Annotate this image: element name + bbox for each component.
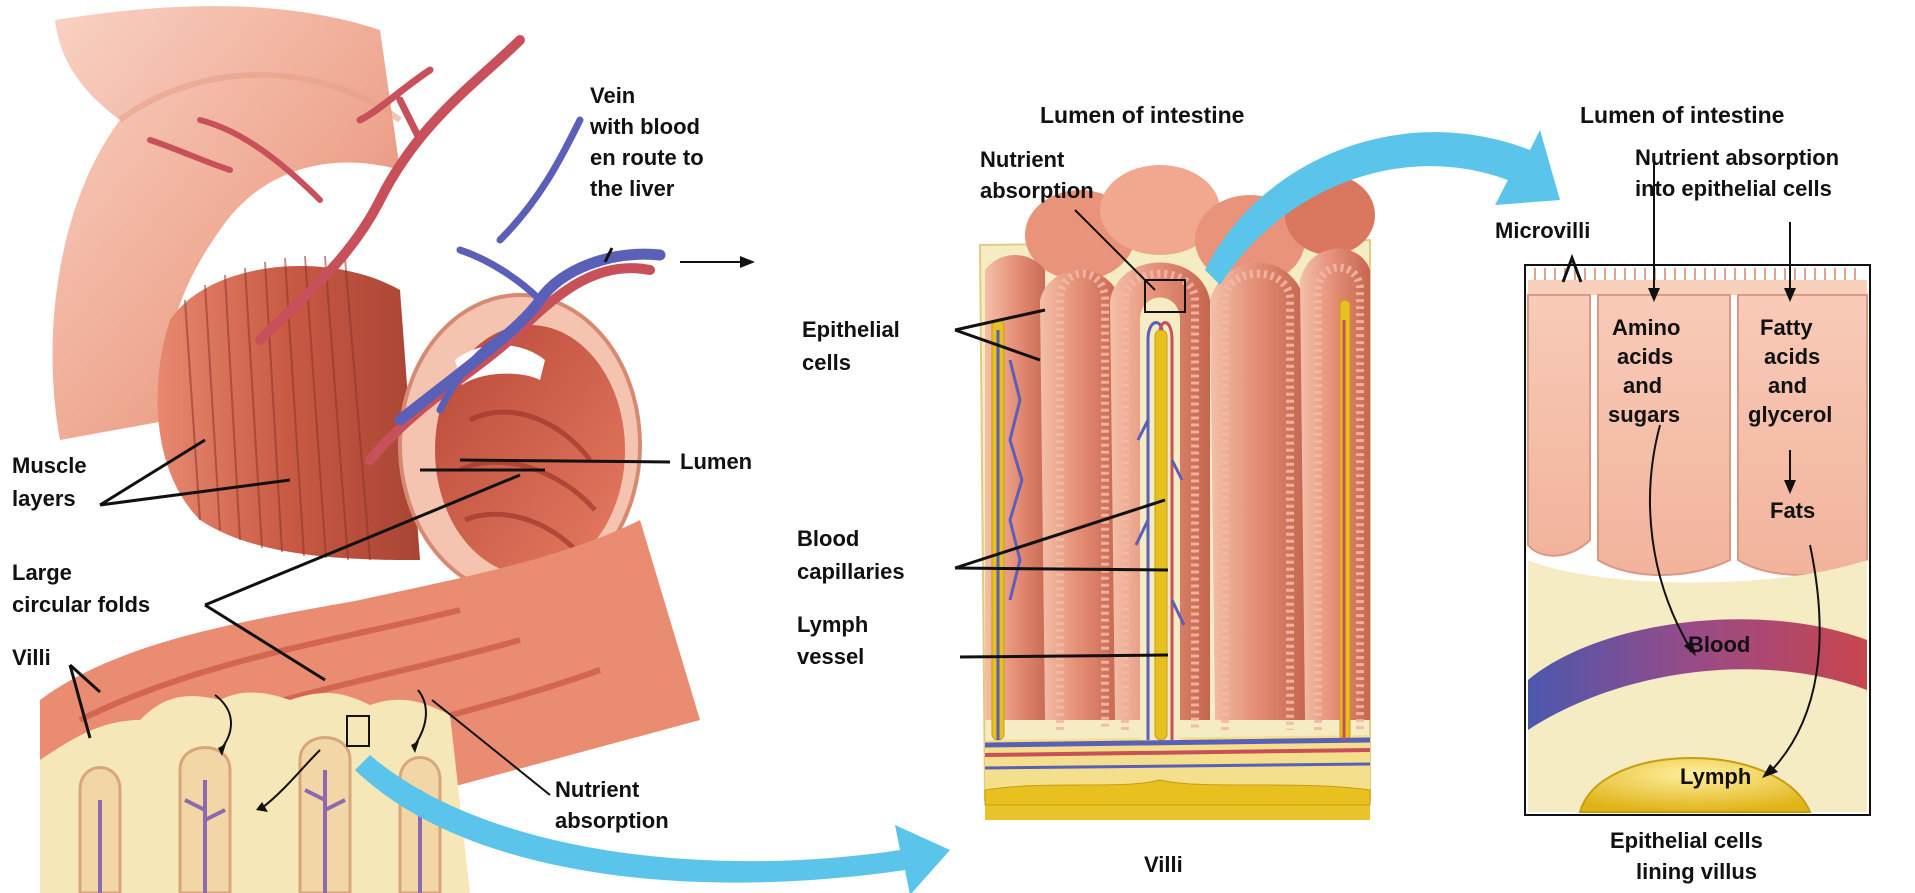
lymph-label: Lymph [1680, 764, 1751, 789]
villi-block-illustration [980, 165, 1375, 820]
epithelial-cells-illustration [1525, 162, 1870, 815]
blood-label: Blood [1688, 632, 1750, 657]
villi-label-left: Villi [12, 645, 51, 670]
lumen-of-intestine-title-middle: Lumen of intestine [1040, 102, 1244, 128]
epithelial-cells [1528, 295, 1867, 575]
small-intestine-illustration [40, 6, 755, 893]
microvilli-fringe [1528, 280, 1867, 295]
fats-label: Fats [1770, 498, 1815, 523]
villi-caption: Villi [1144, 852, 1183, 877]
lumen-of-intestine-title-right: Lumen of intestine [1580, 102, 1784, 128]
microvilli-label: Microvilli [1495, 218, 1590, 243]
lumen-label: Lumen [680, 449, 752, 474]
